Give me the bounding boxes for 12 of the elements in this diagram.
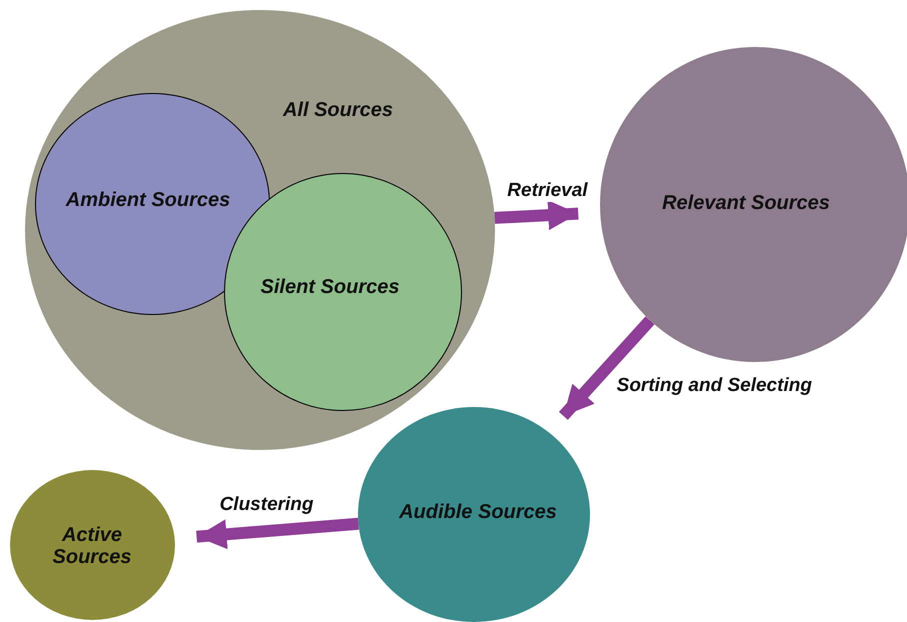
circle-label: Ambient Sources: [66, 189, 230, 211]
arrow: [196, 518, 359, 550]
circle-label: Silent Sources: [260, 276, 400, 298]
edge-label: Sorting and Selecting: [616, 375, 812, 398]
circle-label: All Sources: [282, 99, 394, 121]
circle-label: Audible Sources: [399, 501, 557, 523]
edge-label: Clustering: [220, 494, 314, 516]
edge-label: Retrieval: [507, 180, 588, 202]
circle-label: Active Sources: [52, 524, 132, 568]
circle-label: Relevant Sources: [662, 192, 830, 214]
arrow: [558, 316, 654, 420]
arrow: [494, 200, 579, 230]
